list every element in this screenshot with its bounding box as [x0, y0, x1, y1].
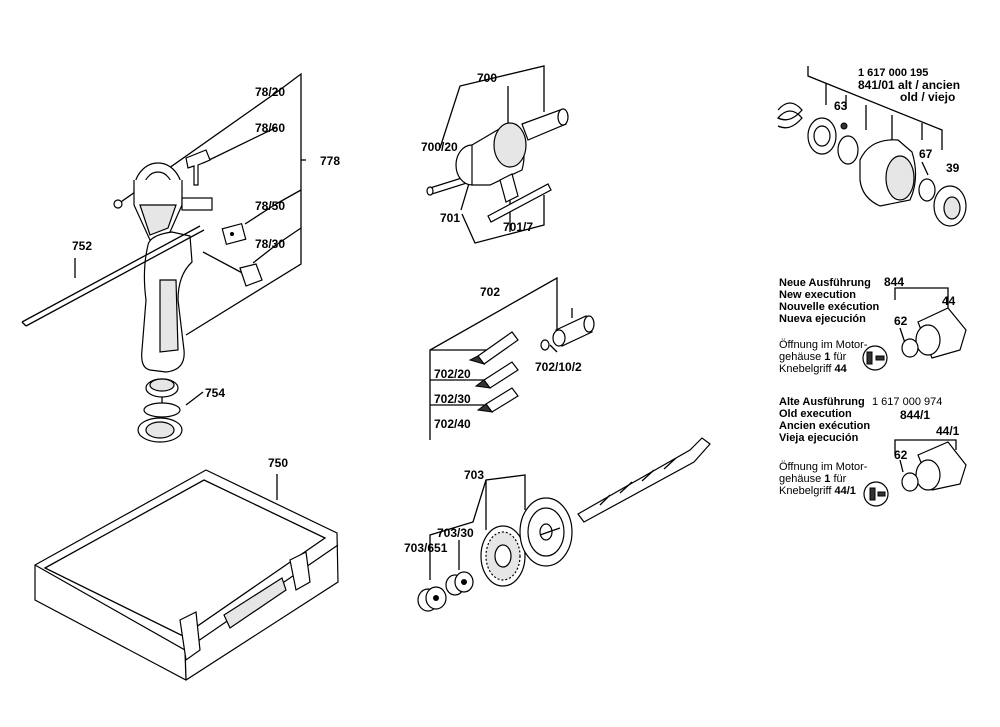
label-844: 844: [884, 275, 904, 289]
label-703: 703: [464, 468, 484, 482]
carrying-case: [34, 469, 339, 681]
label-703-30: 703/30: [437, 526, 474, 540]
old-execution-en: Old execution: [779, 408, 852, 420]
old-execution-fr: Ancien exécution: [779, 420, 870, 432]
label-702-10-2: 702/10/2: [535, 360, 582, 374]
new-execution-parts: [862, 287, 967, 371]
new-execution-de: Neue Ausführung: [779, 277, 871, 289]
label-78-30: 78/30: [255, 237, 285, 251]
screwdriver-bits-set: [429, 276, 595, 440]
label-67: 67: [919, 147, 933, 161]
label-part-number-1617000974: 1 617 000 974: [872, 396, 942, 408]
new-execution-note-line1: Öffnung im Motor-: [779, 339, 868, 351]
new-execution-es: Nueva ejecución: [779, 313, 866, 325]
new-execution-note-line2: gehäuse 1 für: [779, 351, 847, 363]
label-703-651: 703/651: [404, 541, 448, 555]
label-754: 754: [205, 386, 225, 400]
label-39: 39: [946, 161, 960, 175]
old-execution-de: Alte Ausführung: [779, 396, 865, 408]
old-execution-es: Vieja ejecución: [779, 432, 859, 444]
new-execution-fr: Nouvelle exécution: [779, 301, 880, 313]
label-752: 752: [72, 239, 92, 253]
label-702-20: 702/20: [434, 367, 471, 381]
label-44-1: 44/1: [936, 424, 960, 438]
label-841-01: 841/01 alt / ancien: [858, 78, 960, 92]
label-old-viejo: old / viejo: [900, 90, 955, 104]
label-701-7: 701/7: [503, 220, 533, 234]
label-44: 44: [942, 294, 956, 308]
label-62-old: 62: [894, 448, 908, 462]
label-700: 700: [477, 71, 497, 85]
label-62-new: 62: [894, 314, 908, 328]
label-78-20: 78/20: [255, 85, 285, 99]
side-handle-assembly: [21, 72, 306, 443]
label-750: 750: [268, 456, 288, 470]
label-78-60: 78/60: [255, 121, 285, 135]
new-execution-en: New execution: [779, 289, 856, 301]
new-execution-note-line3: Knebelgriff 44: [779, 363, 848, 375]
label-702-30: 702/30: [434, 392, 471, 406]
label-63: 63: [834, 99, 848, 113]
drill-chuck-assembly: [426, 65, 569, 244]
label-778: 778: [320, 154, 340, 168]
sds-chuck-assembly: [776, 66, 967, 227]
label-700-20: 700/20: [421, 140, 458, 154]
old-execution-note-line2: gehäuse 1 für: [779, 473, 847, 485]
label-78-50: 78/50: [255, 199, 285, 213]
label-701: 701: [440, 211, 460, 225]
sanding-disc-set: [417, 474, 573, 612]
label-part-number-1617000195: 1 617 000 195: [858, 67, 928, 79]
label-844-1: 844/1: [900, 408, 930, 422]
old-execution-parts: [863, 439, 967, 507]
label-702: 702: [480, 285, 500, 299]
old-execution-note-line3: Knebelgriff 44/1: [779, 485, 856, 497]
masonry-drill-bit: [577, 437, 711, 523]
old-execution-note-line1: Öffnung im Motor-: [779, 461, 868, 473]
label-702-40: 702/40: [434, 417, 471, 431]
